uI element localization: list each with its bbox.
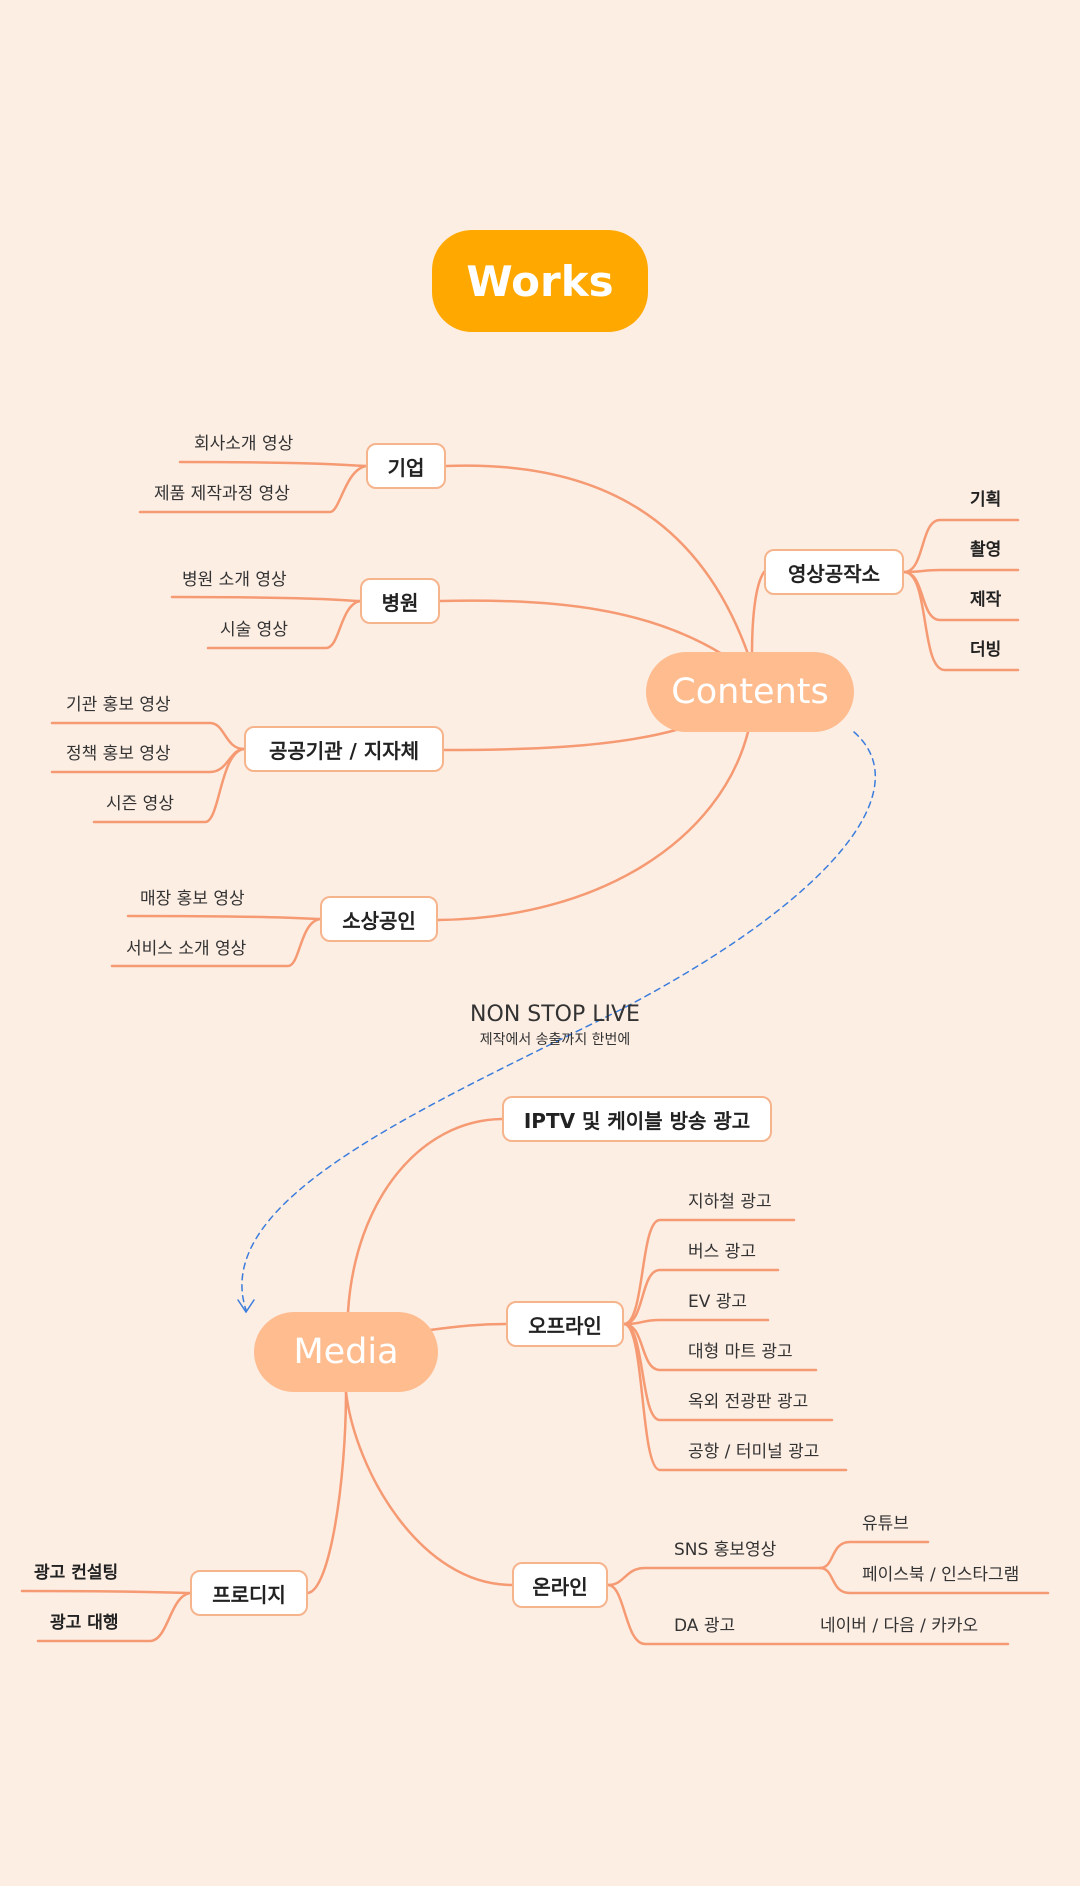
leaf-ad-consulting: 광고 컨설팅 [34, 1563, 119, 1583]
branch-small-business: 소상공인 [320, 896, 438, 942]
tagline-title: NON STOP LIVE [470, 1002, 640, 1027]
leaf-ev-ad: EV 광고 [688, 1292, 748, 1312]
leaf-subway-ad: 지하철 광고 [688, 1192, 772, 1212]
edge-hospital-leaf2 [206, 599, 362, 650]
edge-sns-youtube [818, 1540, 930, 1570]
leaf-airport-ad: 공항 / 터미널 광고 [688, 1442, 820, 1462]
edge-contents-company [444, 464, 750, 656]
branch-iptv: IPTV 및 케이블 방송 광고 [502, 1096, 772, 1142]
edge-contents-public [442, 728, 678, 752]
edge-media-online [344, 1390, 514, 1587]
leaf-sns-video: SNS 홍보영상 [674, 1540, 777, 1560]
leaf-da-ad: DA 광고 [674, 1616, 736, 1636]
edge-online-sns [606, 1566, 822, 1587]
leaf-agency-promo: 기관 홍보 영상 [66, 695, 171, 715]
branch-video-studio: 영상공작소 [764, 549, 904, 595]
edge-contents-studio [750, 570, 766, 656]
edge-public-leaf3 [92, 747, 246, 824]
edge-online-da [606, 1583, 1010, 1646]
branch-online: 온라인 [512, 1562, 608, 1608]
edge-sns-facebook [818, 1566, 1050, 1595]
leaf-ad-agency: 광고 대행 [50, 1613, 119, 1633]
edge-offline-leaf3 [622, 1318, 770, 1326]
edge-offline-leaf2 [622, 1268, 780, 1326]
edge-contents-small-business [436, 730, 750, 922]
leaf-naver-daum-kakao: 네이버 / 다음 / 카카오 [820, 1616, 979, 1636]
edge-contents-hospital [438, 599, 724, 656]
edge-company-leaf1 [178, 460, 368, 468]
branch-prodigy: 프로디지 [190, 1570, 308, 1616]
leaf-store-promo: 매장 홍보 영상 [140, 889, 245, 909]
works-title: Works [432, 230, 648, 332]
leaf-youtube: 유튜브 [862, 1514, 909, 1534]
edge-public-leaf1 [50, 721, 246, 751]
leaf-season: 시즌 영상 [106, 794, 174, 814]
leaf-dubbing: 더빙 [970, 640, 1002, 660]
leaf-service-intro: 서비스 소개 영상 [126, 939, 247, 959]
edge-small-leaf2 [110, 917, 322, 968]
leaf-production: 제작 [970, 590, 1002, 610]
edge-media-iptv [346, 1117, 504, 1314]
contents-hub: Contents [646, 652, 854, 732]
leaf-hospital-intro: 병원 소개 영상 [182, 570, 287, 590]
edge-dashed-flow [241, 731, 876, 1311]
edge-offline-leaf6 [622, 1322, 848, 1472]
edge-prodigy-leaf1 [20, 1589, 192, 1595]
edge-small-leaf1 [126, 914, 322, 921]
branch-public-agency: 공공기관 / 지자체 [244, 726, 444, 772]
leaf-filming: 촬영 [970, 540, 1002, 560]
branch-offline: 오프라인 [506, 1301, 624, 1347]
branch-company: 기업 [366, 443, 446, 489]
edge-hospital-leaf1 [170, 595, 362, 603]
branch-hospital: 병원 [360, 578, 440, 624]
edge-studio-leaf2 [902, 568, 1020, 574]
tagline-subtitle: 제작에서 송출까지 한번에 [479, 1032, 631, 1048]
leaf-facebook-instagram: 페이스북 / 인스타그램 [862, 1565, 1020, 1585]
edge-offline-leaf1 [622, 1218, 796, 1326]
leaf-mart-ad: 대형 마트 광고 [688, 1342, 793, 1362]
leaf-company-intro: 회사소개 영상 [194, 434, 294, 454]
edge-studio-leaf4 [902, 570, 1020, 672]
edge-dashed-arrowhead [237, 1299, 255, 1314]
edge-media-offline [428, 1322, 508, 1332]
edge-company-leaf2 [138, 464, 368, 514]
leaf-policy-promo: 정책 홍보 영상 [66, 744, 171, 764]
edge-prodigy-leaf2 [36, 1591, 192, 1643]
media-hub: Media [254, 1312, 438, 1392]
leaf-billboard-ad: 옥외 전광판 광고 [688, 1392, 809, 1412]
edge-studio-leaf1 [902, 518, 1020, 574]
leaf-planning: 기획 [970, 490, 1002, 510]
leaf-bus-ad: 버스 광고 [688, 1242, 756, 1262]
leaf-procedure: 시술 영상 [220, 620, 288, 640]
edge-media-prodigy [306, 1390, 348, 1595]
leaf-product-process: 제품 제작과정 영상 [154, 484, 290, 504]
